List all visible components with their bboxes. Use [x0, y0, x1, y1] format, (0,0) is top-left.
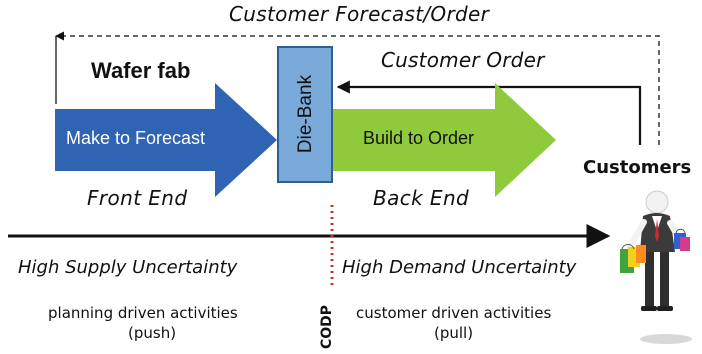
make-to-forecast-label: Make to Forecast: [66, 128, 206, 148]
die-bank-box: [277, 46, 333, 183]
back-end-label: Back End: [373, 186, 470, 210]
customer-figure-icon: [620, 190, 692, 344]
planning-driven-activities-line2: (push): [128, 324, 177, 342]
customer-driven-activities-line2: (pull): [434, 324, 474, 342]
planning-driven-activities-line1: planning driven activities: [48, 304, 238, 322]
high-supply-uncertainty-label: High Supply Uncertainty: [18, 257, 238, 278]
customers-label: Customers: [583, 157, 692, 178]
make-to-forecast-arrow: [55, 83, 277, 197]
build-to-order-arrow: [333, 83, 556, 197]
codp-label: CODP: [319, 304, 335, 350]
die-bank-label: Die-Bank: [295, 74, 316, 154]
wafer-fab-label: Wafer fab: [91, 58, 191, 83]
customer-order-line: [336, 80, 642, 145]
high-demand-uncertainty-label: High Demand Uncertainty: [342, 257, 577, 278]
build-to-order-label: Build to Order: [363, 128, 475, 148]
forecast-order-dashed-line: [55, 31, 660, 145]
customer-forecast-order-label: Customer Forecast/Order: [229, 2, 490, 26]
front-end-label: Front End: [87, 186, 188, 210]
customer-driven-activities-line1: customer driven activities: [356, 304, 552, 322]
customer-order-label: Customer Order: [381, 48, 545, 72]
